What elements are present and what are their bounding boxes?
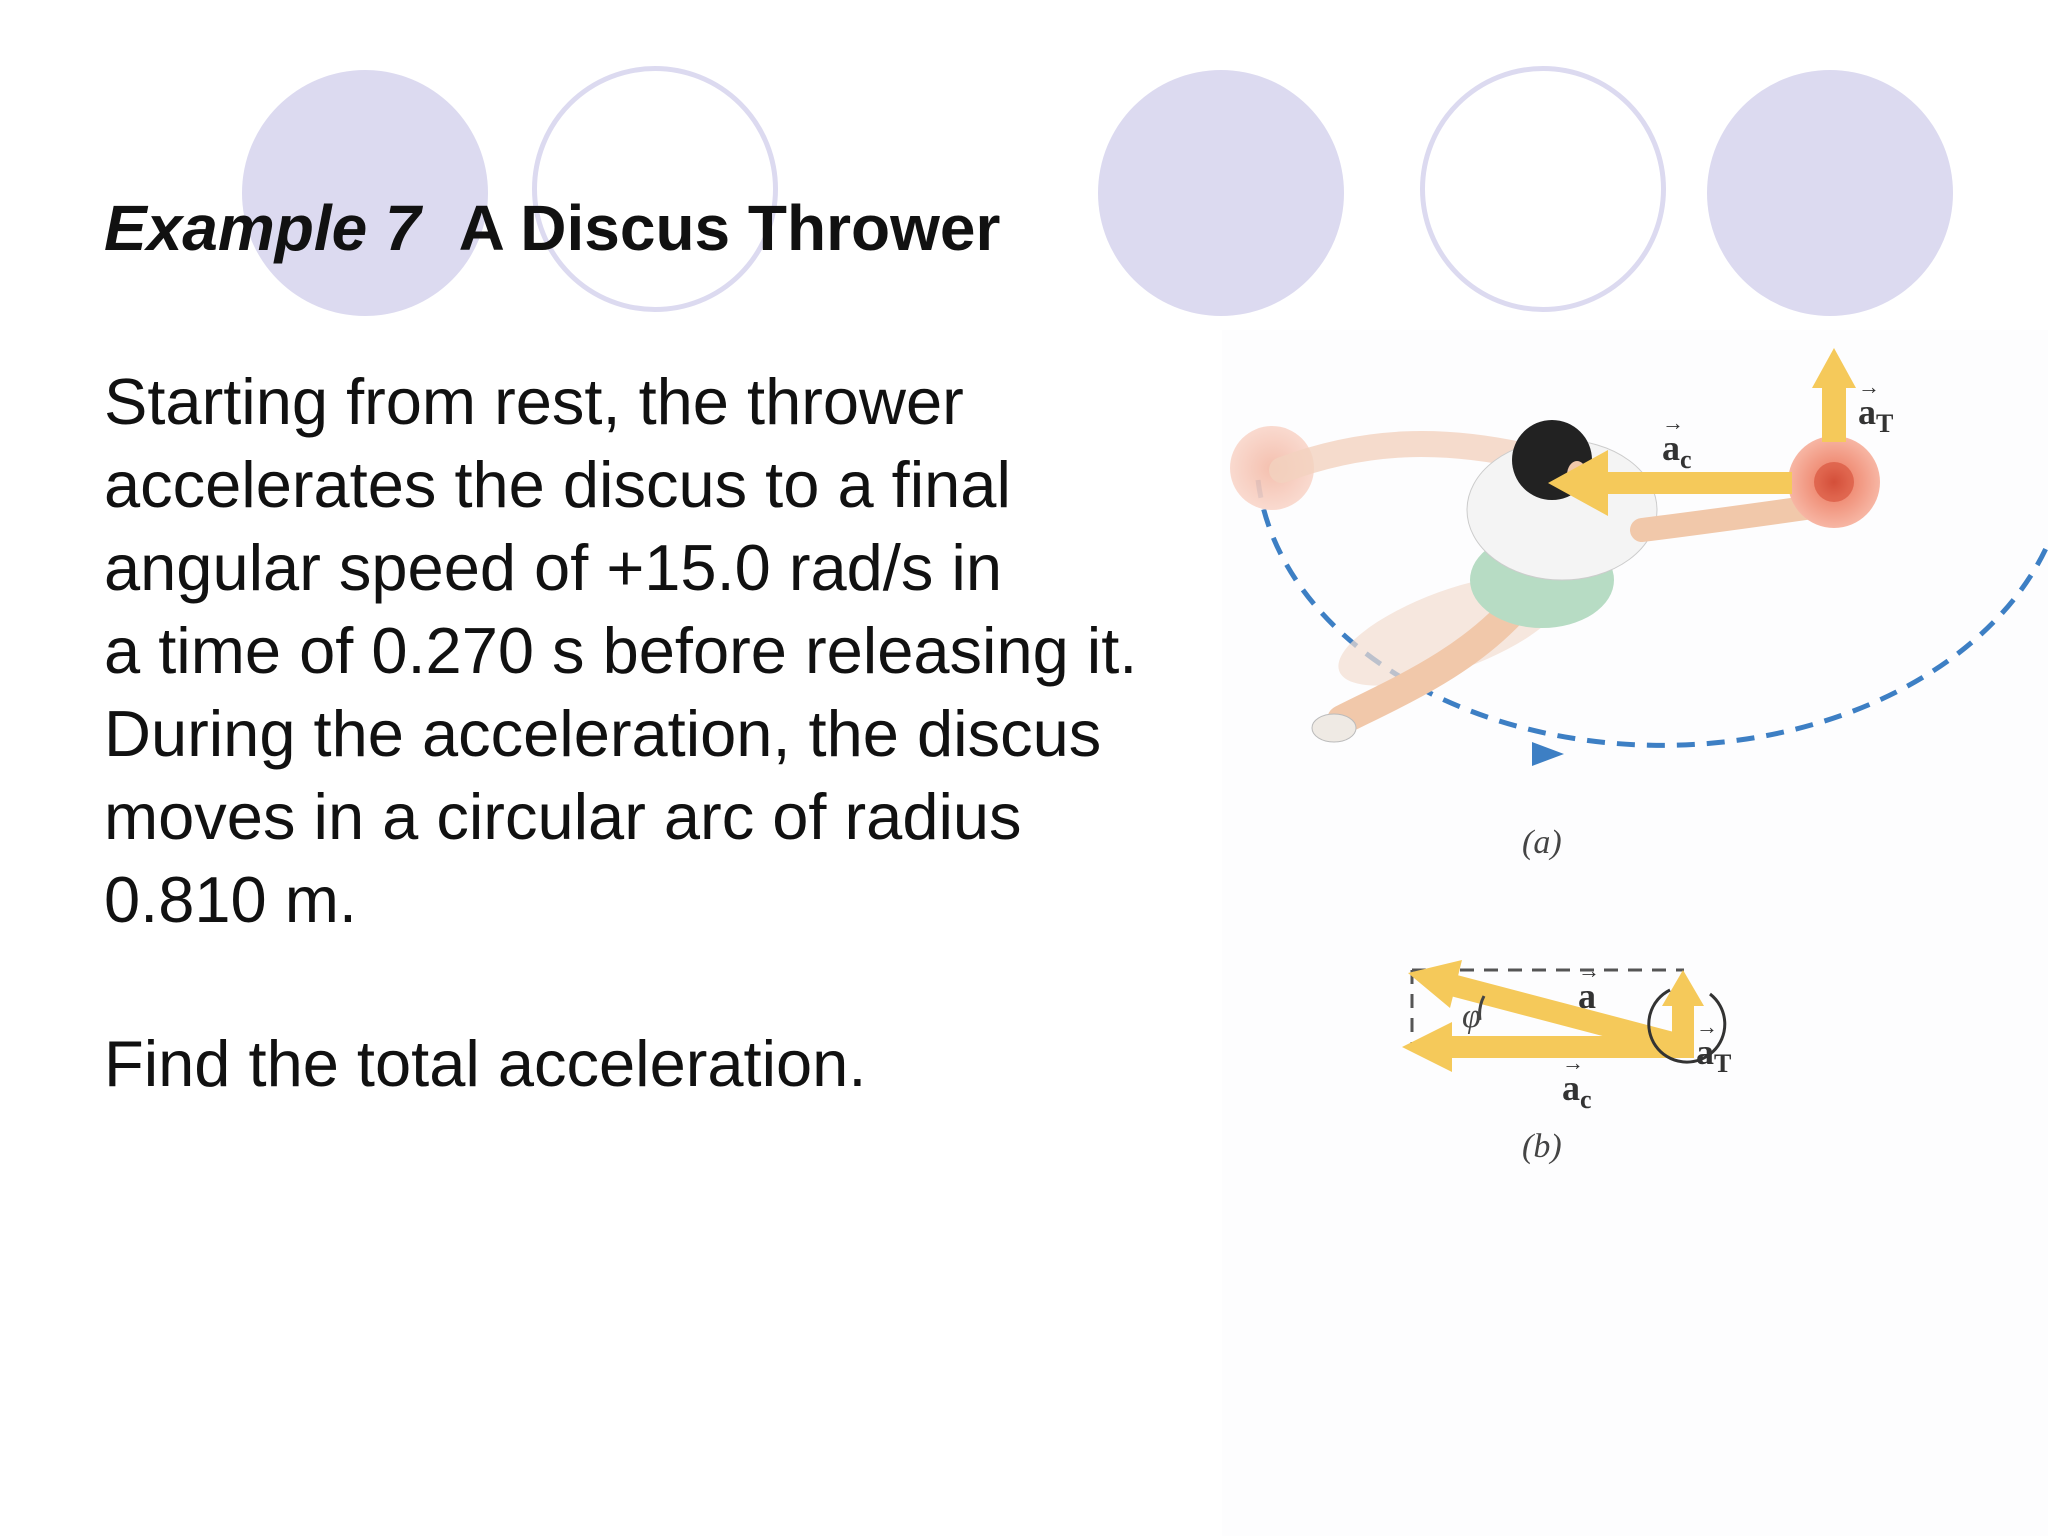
- statement-line: angular speed of +15.0 rad/s in: [104, 531, 1003, 604]
- at-arrow-head-icon: [1812, 348, 1856, 388]
- b-a-shaft: [1445, 973, 1687, 1057]
- thrower-shoe: [1311, 713, 1357, 743]
- dashed-box: [1410, 968, 1684, 1046]
- ac-arrow-shaft: [1602, 472, 1792, 494]
- path-direction-arrow-icon: [1532, 742, 1564, 766]
- at-arrow-shaft: [1822, 382, 1846, 442]
- decor-circle-4: [1420, 66, 1666, 312]
- figure-label-a: (a): [1522, 824, 1562, 861]
- discus-figure: →ac →aT (a) →a →aT →ac φ (b): [1222, 330, 2048, 1536]
- statement-line: accelerates the discus to a final: [104, 448, 1011, 521]
- title-text: A Discus Thrower: [458, 192, 1001, 264]
- ghost-arm: [1269, 431, 1555, 483]
- statement-line: moves in a circular arc of radius: [104, 780, 1022, 853]
- b-a-head-icon: [1408, 960, 1462, 1008]
- discus-center: [1814, 462, 1854, 502]
- label-ac-b: →ac: [1562, 1050, 1592, 1115]
- b-at-head-icon: [1662, 970, 1704, 1006]
- label-ac-a: →ac: [1662, 410, 1692, 475]
- label-a-b: →a: [1578, 958, 1600, 1016]
- phi-arc: [1478, 995, 1486, 1021]
- figure-label-b: (b): [1522, 1128, 1562, 1165]
- statement-line: During the acceleration, the discus: [104, 697, 1102, 770]
- decor-circle-1: [242, 70, 488, 316]
- decor-circle-5: [1707, 70, 1953, 316]
- statement-line: 0.810 m.: [104, 863, 357, 936]
- b-ac-head-icon: [1402, 1022, 1452, 1072]
- label-at-b: →aT: [1696, 1014, 1732, 1079]
- circular-path: [1255, 479, 2048, 748]
- question-text: Find the total acceleration.: [104, 1027, 867, 1100]
- thrower-leg: [1327, 585, 1537, 735]
- title-example-number: Example 7: [104, 192, 421, 264]
- decor-circle-3: [1098, 70, 1344, 316]
- rotation-arc: [1647, 988, 1727, 1064]
- statement-line: Starting from rest, the thrower: [104, 365, 964, 438]
- decor-circle-2: [532, 66, 778, 312]
- angle-phi: φ: [1462, 998, 1481, 1035]
- label-at-a: →aT: [1858, 374, 1894, 439]
- problem-statement: Starting from rest, the thrower accelera…: [104, 360, 1137, 941]
- ac-arrow-head-icon: [1548, 450, 1608, 516]
- statement-line: a time of 0.270 s before releasing it.: [104, 614, 1138, 687]
- discus-figure-drawing: [1230, 348, 2048, 1072]
